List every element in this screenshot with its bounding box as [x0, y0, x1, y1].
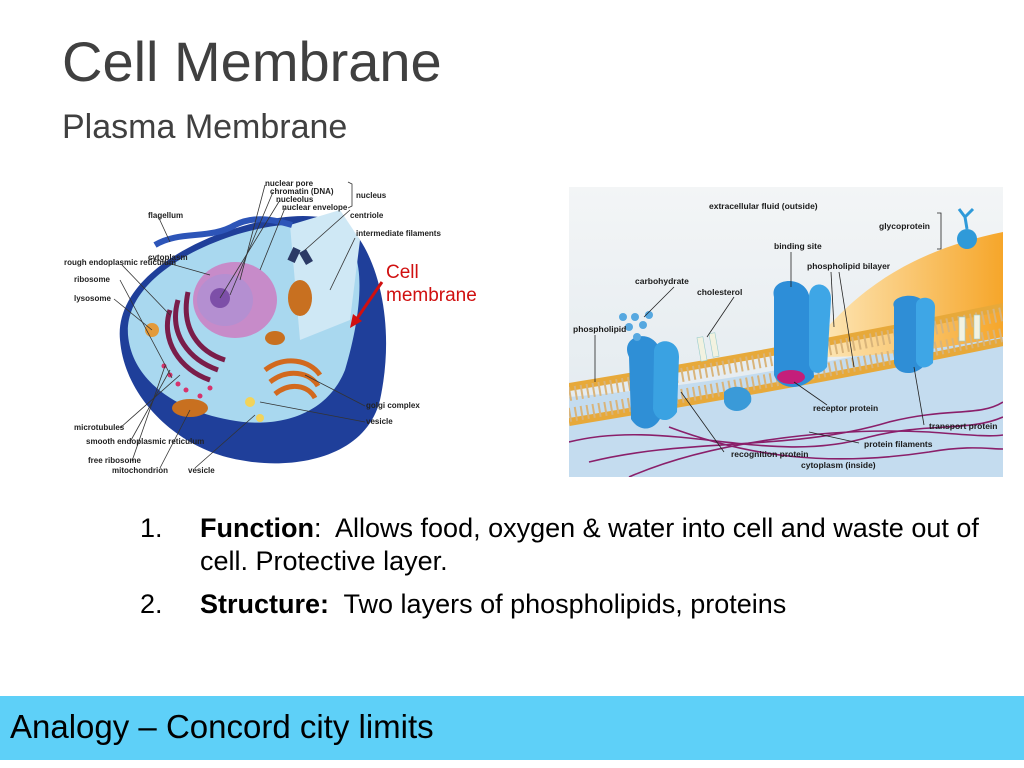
- label-nuclear-envelope: nuclear envelope: [282, 203, 348, 212]
- label-chromatin: chromatin (DNA): [270, 187, 334, 196]
- label-cytoplasm-inside: cytoplasm (inside): [801, 460, 876, 470]
- label-receptor-protein: receptor protein: [813, 403, 878, 413]
- label-lysosome: lysosome: [74, 294, 111, 303]
- label-vesicle-right: vesicle: [366, 417, 393, 426]
- key-points-list: 1. Function: Allows food, oxygen & water…: [140, 512, 1024, 631]
- label-extracellular-fluid: extracellular fluid (outside): [709, 201, 818, 211]
- label-carbohydrate: carbohydrate: [635, 276, 689, 286]
- label-smooth-er: smooth endoplasmic reticulum: [86, 437, 204, 446]
- callout-line-1: Cell: [386, 262, 419, 283]
- animal-cell-diagram: nuclear pore chromatin (DNA) nucleolus n…: [64, 179, 441, 475]
- callout-line-2: membrane: [386, 284, 477, 306]
- label-microtubules: microtubules: [74, 423, 125, 432]
- point-term: Structure:: [200, 588, 330, 619]
- label-rough-er: rough endoplasmic reticulum: [64, 258, 176, 267]
- label-flagellum: flagellum: [148, 211, 183, 220]
- label-protein-filaments: protein filaments: [864, 439, 933, 449]
- label-vesicle-bottom: vesicle: [188, 466, 215, 475]
- label-binding-site: binding site: [774, 241, 822, 251]
- label-phospholipid: phospholipid: [573, 324, 626, 334]
- label-phospholipid-bilayer: phospholipid bilayer: [807, 261, 891, 271]
- label-centriole: centriole: [350, 211, 384, 220]
- label-nucleolus: nucleolus: [276, 195, 314, 204]
- label-ribosome: ribosome: [74, 275, 111, 284]
- label-transport-protein: transport protein: [929, 421, 997, 431]
- label-nuclear-pore: nuclear pore: [265, 179, 314, 188]
- label-cytoplasm: cytoplasm: [148, 253, 188, 262]
- point-separator: :: [313, 513, 322, 543]
- point-text: Allows food, oxygen & water into cell an…: [200, 513, 987, 576]
- label-intermediate-filaments: intermediate filaments: [356, 229, 441, 238]
- point-number: 1.: [140, 513, 163, 543]
- label-free-ribosome: free ribosome: [88, 456, 141, 465]
- cell-membrane-callout: Cell membrane: [386, 262, 477, 308]
- label-glycoprotein: glycoprotein: [879, 221, 930, 231]
- label-cholesterol: cholesterol: [697, 287, 742, 297]
- analogy-text: Analogy – Concord city limits: [10, 708, 434, 745]
- membrane-structure-diagram: extracellular fluid (outside) glycoprote…: [569, 187, 1003, 477]
- slide-subtitle: Plasma Membrane: [62, 108, 348, 146]
- point-structure: 2. Structure: Two layers of phospholipid…: [140, 588, 1024, 621]
- label-golgi-complex: golgi complex: [366, 401, 420, 410]
- point-text: Two layers of phospholipids, proteins: [329, 588, 787, 619]
- point-function: 1. Function: Allows food, oxygen & water…: [140, 512, 1024, 578]
- point-term: Function: [200, 513, 314, 543]
- slide-title: Cell Membrane: [62, 30, 442, 93]
- label-nucleus: nucleus: [356, 191, 387, 200]
- label-recognition-protein: recognition protein: [731, 449, 808, 459]
- analogy-bar: Analogy – Concord city limits: [0, 696, 1024, 760]
- label-mitochondrion: mitochondrion: [112, 466, 168, 475]
- point-number: 2.: [140, 588, 163, 619]
